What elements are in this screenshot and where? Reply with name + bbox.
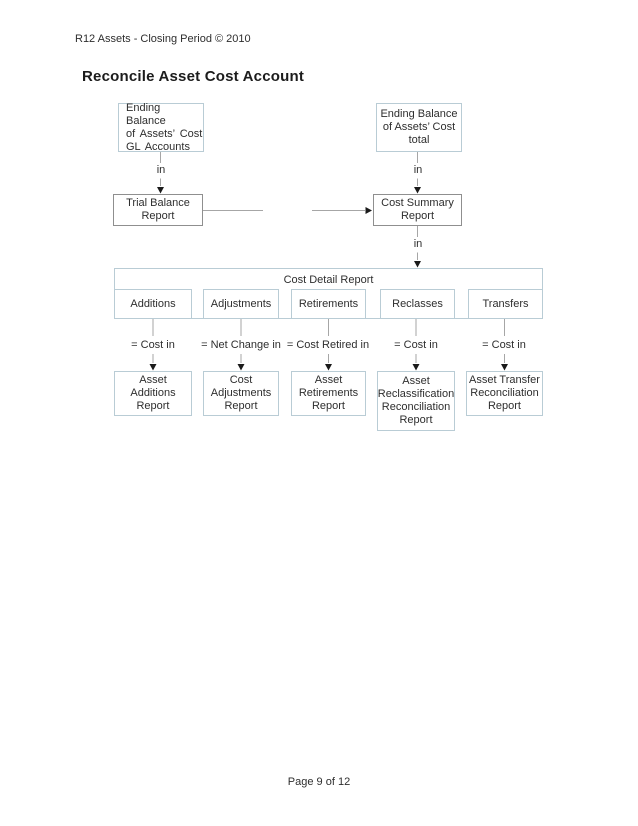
edge-label-in-detail: in	[411, 237, 425, 251]
arrowhead-to-detail	[414, 261, 421, 268]
arrowhead-to-additions-report	[149, 364, 157, 371]
edge-label-cost-in-additions: = Cost in	[129, 338, 177, 352]
node-ending-balance-gl: Ending Balance of Assets’ Cost GL Accoun…	[118, 102, 204, 153]
page-header: R12 Assets - Closing Period © 2010	[75, 33, 251, 45]
node-cost-summary-report: Cost Summary Report	[373, 194, 462, 226]
arrowhead-to-reclass-report	[412, 364, 420, 371]
node-category-additions: Additions	[114, 289, 192, 319]
node-category-retirements: Retirements	[291, 289, 366, 319]
edge-label-net-change-in: = Net Change in	[199, 338, 283, 352]
arrowhead-to-trial	[157, 187, 164, 194]
node-asset-additions-report: Asset Additions Report	[114, 371, 192, 416]
edge-label-in-right: in	[411, 163, 425, 177]
node-category-reclasses: Reclasses	[380, 289, 455, 319]
edge-label-cost-in-reclasses: = Cost in	[392, 338, 440, 352]
arrowhead-to-summary-left	[365, 207, 372, 214]
page-footer: Page 9 of 12	[287, 776, 351, 788]
arrowhead-to-retirements-report	[325, 364, 332, 371]
edge-label-cost-in-transfers: = Cost in	[480, 338, 528, 352]
node-ending-balance-total: Ending Balance of Assets’ Cost total	[376, 103, 462, 152]
cost-detail-report-title: Cost Detail Report	[283, 274, 374, 286]
edge-label-cost-retired-in: = Cost Retired in	[284, 338, 372, 352]
node-trial-balance-report: Trial Balance Report	[113, 194, 203, 226]
node-cost-adjustments-report: Cost Adjustments Report	[203, 371, 279, 416]
node-asset-retirements-report: Asset Retirements Report	[291, 371, 366, 416]
edge-label-in-left: in	[154, 163, 168, 177]
arrowhead-to-transfer-report	[501, 364, 508, 371]
node-category-transfers: Transfers	[468, 289, 543, 319]
arrowhead-to-adjustments-report	[237, 364, 245, 371]
page-title: Reconcile Asset Cost Account	[82, 68, 305, 85]
node-asset-transfer-reconciliation-report: Asset Transfer Reconciliation Report	[466, 371, 543, 416]
node-category-adjustments: Adjustments	[203, 289, 279, 319]
arrowhead-to-summary-top	[414, 187, 421, 194]
node-asset-reclassification-reconciliation-report: Asset Reclassification Reconciliation Re…	[377, 371, 455, 431]
